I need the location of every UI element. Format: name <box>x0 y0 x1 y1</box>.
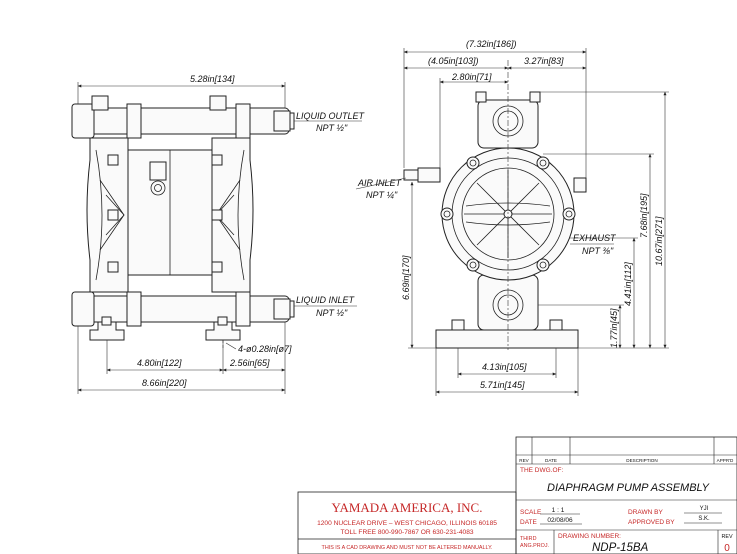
label-liquid-inlet-npt: NPT ½" <box>316 308 348 318</box>
rev-value: 0 <box>724 543 730 554</box>
date-value: 02/08/06 <box>547 517 573 524</box>
dim-front-h-mid: 7.68in[195] <box>639 193 649 238</box>
label-exhaust-npt: NPT ⅜" <box>582 246 614 256</box>
dim-side-overall-width: 8.66in[220] <box>142 378 187 388</box>
scale-label: SCALE <box>520 509 542 516</box>
date-header: DATE <box>545 458 557 463</box>
dim-front-inner: 2.80in[71] <box>451 72 492 82</box>
front-dimensions: (7.32in[186]) (4.05in[103]) 3.27in[83] 2… <box>355 39 669 396</box>
dim-front-overall: (7.32in[186]) <box>466 39 517 49</box>
approved-by-label: APPROVED BY <box>628 519 675 526</box>
cad-notice: THIS IS A CAD DRAWING AND MUST NOT BE AL… <box>322 545 493 551</box>
dim-side-foot-offset: 2.56in[65] <box>229 358 270 368</box>
front-view <box>403 60 587 350</box>
label-liquid-inlet: LIQUID INLET <box>296 295 356 305</box>
dim-front-h-top: 10.67in[271] <box>654 216 664 266</box>
label-air-inlet-npt: NPT ¼" <box>366 190 398 200</box>
scale-value: 1 : 1 <box>552 507 565 514</box>
date-label: DATE <box>520 519 538 526</box>
drawn-by-label: DRAWN BY <box>628 509 663 516</box>
drawn-by-value: YJI <box>700 506 709 512</box>
label-liquid-outlet: LIQUID OUTLET <box>296 111 366 121</box>
drawing-number: NDP-15BA <box>592 542 649 554</box>
side-view <box>71 95 295 350</box>
approved-by-value: S.K. <box>698 516 710 522</box>
description-header: DESCRIPTION <box>626 458 657 463</box>
rev-header: REV <box>519 458 529 463</box>
label-exhaust: EXHAUST <box>573 233 617 243</box>
dim-front-left: (4.05in[103]) <box>428 56 479 66</box>
dim-front-h-inlet: 1.77in[45] <box>609 308 619 348</box>
third-ang-label: THIRD <box>520 536 537 542</box>
dim-front-base-holes: 4.13in[105] <box>482 362 527 372</box>
label-air-inlet: AIR INLET <box>357 178 403 188</box>
dim-side-feet-spacing: 4.80in[122] <box>137 358 182 368</box>
company-address: 1200 NUCLEAR DRIVE – WEST CHICAGO, ILLIN… <box>317 520 497 527</box>
apprd-header: APPR'D <box>717 458 734 463</box>
ang-proj-label: ANG.PROJ. <box>520 543 549 549</box>
company-block: YAMADA AMERICA, INC. 1200 NUCLEAR DRIVE … <box>297 491 517 554</box>
company-name: YAMADA AMERICA, INC. <box>332 500 483 515</box>
side-dimensions: 5.28in[134] 4.80in[122] 2.56in[65] 8.66i… <box>77 74 366 394</box>
rev-label: REV <box>721 534 732 540</box>
dim-mounting-holes: 4-ø0.28in[ø7] <box>238 344 292 354</box>
dim-front-right: 3.27in[83] <box>524 56 564 66</box>
company-phone: TOLL FREE 800-990-7867 OR 630-231-4083 <box>340 529 473 536</box>
dim-front-h-exhaust: 4.41in[112] <box>623 262 633 306</box>
title-block: REV DATE DESCRIPTION APPR'D THE DWG.OF: … <box>515 436 737 554</box>
drawing-number-label: DRAWING NUMBER: <box>558 533 621 540</box>
dwg-of-label: THE DWG.OF: <box>520 467 564 474</box>
drawing-title: DIAPHRAGM PUMP ASSEMBLY <box>547 482 710 494</box>
dim-side-top-width: 5.28in[134] <box>190 74 235 84</box>
dim-front-base-width: 5.71in[145] <box>480 380 525 390</box>
label-liquid-outlet-npt: NPT ½" <box>316 123 348 133</box>
dim-side-height: 6.69in[170] <box>401 255 411 300</box>
